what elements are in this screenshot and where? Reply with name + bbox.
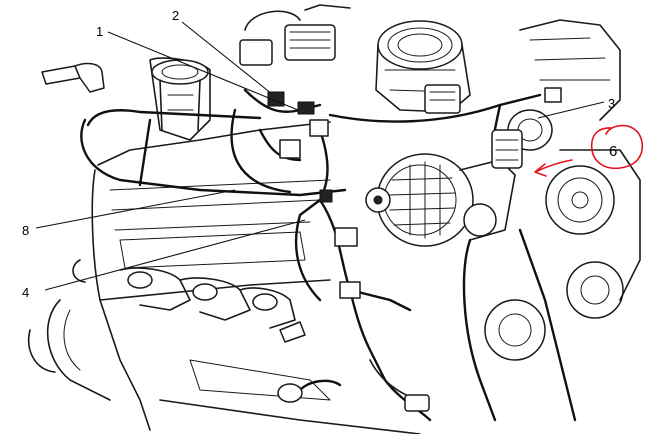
- leader-line-1: [107, 31, 299, 111]
- wiring-harness: [80, 88, 542, 422]
- callout-4: 4: [22, 285, 29, 300]
- sensor-assembly: [491, 109, 553, 169]
- belt-drive: [462, 19, 641, 422]
- leader-lines: [35, 21, 605, 291]
- callout-2: 2: [172, 8, 179, 23]
- engine-block: [28, 121, 421, 434]
- callout-8: 8: [22, 223, 29, 238]
- alternator: [365, 153, 516, 247]
- air-intake: [41, 57, 211, 141]
- leader-line-3: [537, 101, 605, 119]
- red-annotation: [534, 124, 644, 177]
- distributor: [239, 4, 351, 66]
- lower-hose: [277, 359, 430, 412]
- callout-6: 6: [609, 143, 617, 160]
- callout-1: 1: [96, 24, 103, 39]
- harness-connectors: [267, 87, 562, 299]
- red-circle-annotation: [590, 124, 644, 170]
- red-arrow-annotation: [534, 159, 573, 177]
- leader-line-8: [35, 189, 236, 229]
- exhaust-manifold: [72, 259, 306, 343]
- callout-labels: 1 2 3 4 6 8: [22, 8, 617, 300]
- leader-line-2: [181, 21, 273, 95]
- throttle-body: [375, 20, 471, 114]
- leader-line-4: [44, 219, 306, 291]
- callout-3: 3: [608, 96, 615, 111]
